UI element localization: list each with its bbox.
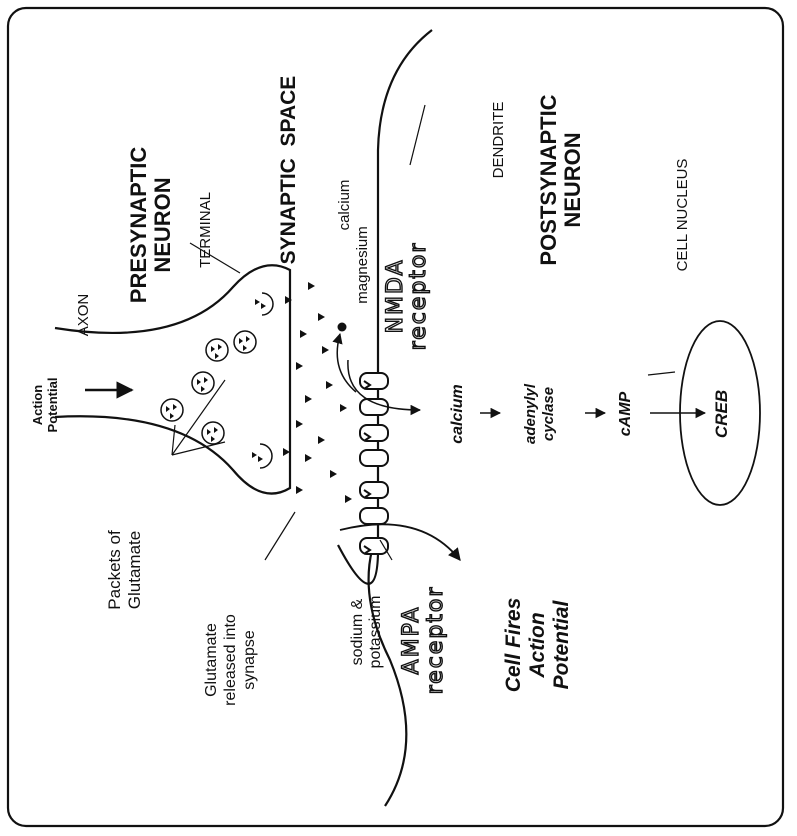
diagram-frame	[8, 8, 783, 826]
cell-fires-label-3: Potential	[550, 600, 573, 690]
vesicle	[202, 422, 224, 444]
sodium-potassium-label-2: potassium	[367, 596, 384, 669]
presynaptic-label-1: PRESYNAPTIC	[126, 147, 151, 304]
postsynaptic-label-1: POSTSYNAPTIC	[536, 94, 561, 265]
synaptic-space-label: SYNAPTIC SPACE	[277, 76, 300, 265]
packets-label-1: Packets of	[105, 530, 124, 610]
vesicle	[161, 399, 183, 421]
glutamate-released-label-1: Glutamate	[203, 623, 220, 697]
packets-label-2: Glutamate	[125, 531, 144, 609]
nmda-label-2: receptor	[406, 242, 431, 351]
vesicle	[234, 331, 256, 353]
postsynaptic-label-2: NEURON	[560, 132, 585, 227]
magnesium-arrow	[337, 334, 356, 392]
glutamate-released-label-3: synapse	[241, 630, 258, 690]
cascade-cyclase: cyclase	[540, 387, 557, 441]
terminal-label: TERMINAL	[197, 192, 214, 268]
vesicle	[192, 372, 214, 394]
nmda-receptor-channel	[360, 373, 388, 415]
cascade-adenylyl: adenylyl	[522, 383, 539, 444]
axon-label: AXON	[75, 294, 92, 337]
action-potential-label-1: Action	[30, 385, 45, 426]
cell-nucleus-label: CELL NUCLEUS	[674, 159, 691, 272]
sodium-potassium-label-1: sodium &	[349, 598, 366, 665]
calcium-ion-label: calcium	[336, 180, 353, 231]
cell-fires-label-1: Cell Fires	[502, 598, 525, 693]
ampa-receptor-channel	[360, 482, 388, 554]
glutamate-released-label-2: released into	[222, 614, 239, 706]
ampa-label-2: receptor	[423, 586, 448, 695]
postsynaptic-membrane-lower	[369, 550, 407, 806]
ampa-label-1: AMPA	[399, 606, 424, 675]
dendrite-label: DENDRITE	[490, 102, 507, 179]
glutamate-vesicles	[161, 293, 273, 468]
ampa-influx-arrow	[340, 524, 460, 560]
vesicle	[206, 339, 228, 361]
action-potential-label-2: Potential	[45, 378, 60, 433]
cascade-calcium: calcium	[449, 384, 466, 444]
magnesium-label: magnesium	[354, 226, 371, 304]
receptors	[360, 373, 388, 554]
presynaptic-label-2: NEURON	[150, 177, 175, 272]
cascade-camp: cAMP	[617, 391, 634, 436]
magnesium-ion	[338, 323, 347, 332]
receptor-channel-middle	[360, 425, 388, 466]
cascade-creb: CREB	[712, 390, 731, 438]
released-glutamate	[283, 282, 352, 503]
nmda-label-1: NMDA	[383, 258, 408, 333]
cell-fires-label-2: Action	[526, 612, 549, 678]
labels: PRESYNAPTIC NEURON TERMINAL AXON Action …	[30, 76, 731, 706]
